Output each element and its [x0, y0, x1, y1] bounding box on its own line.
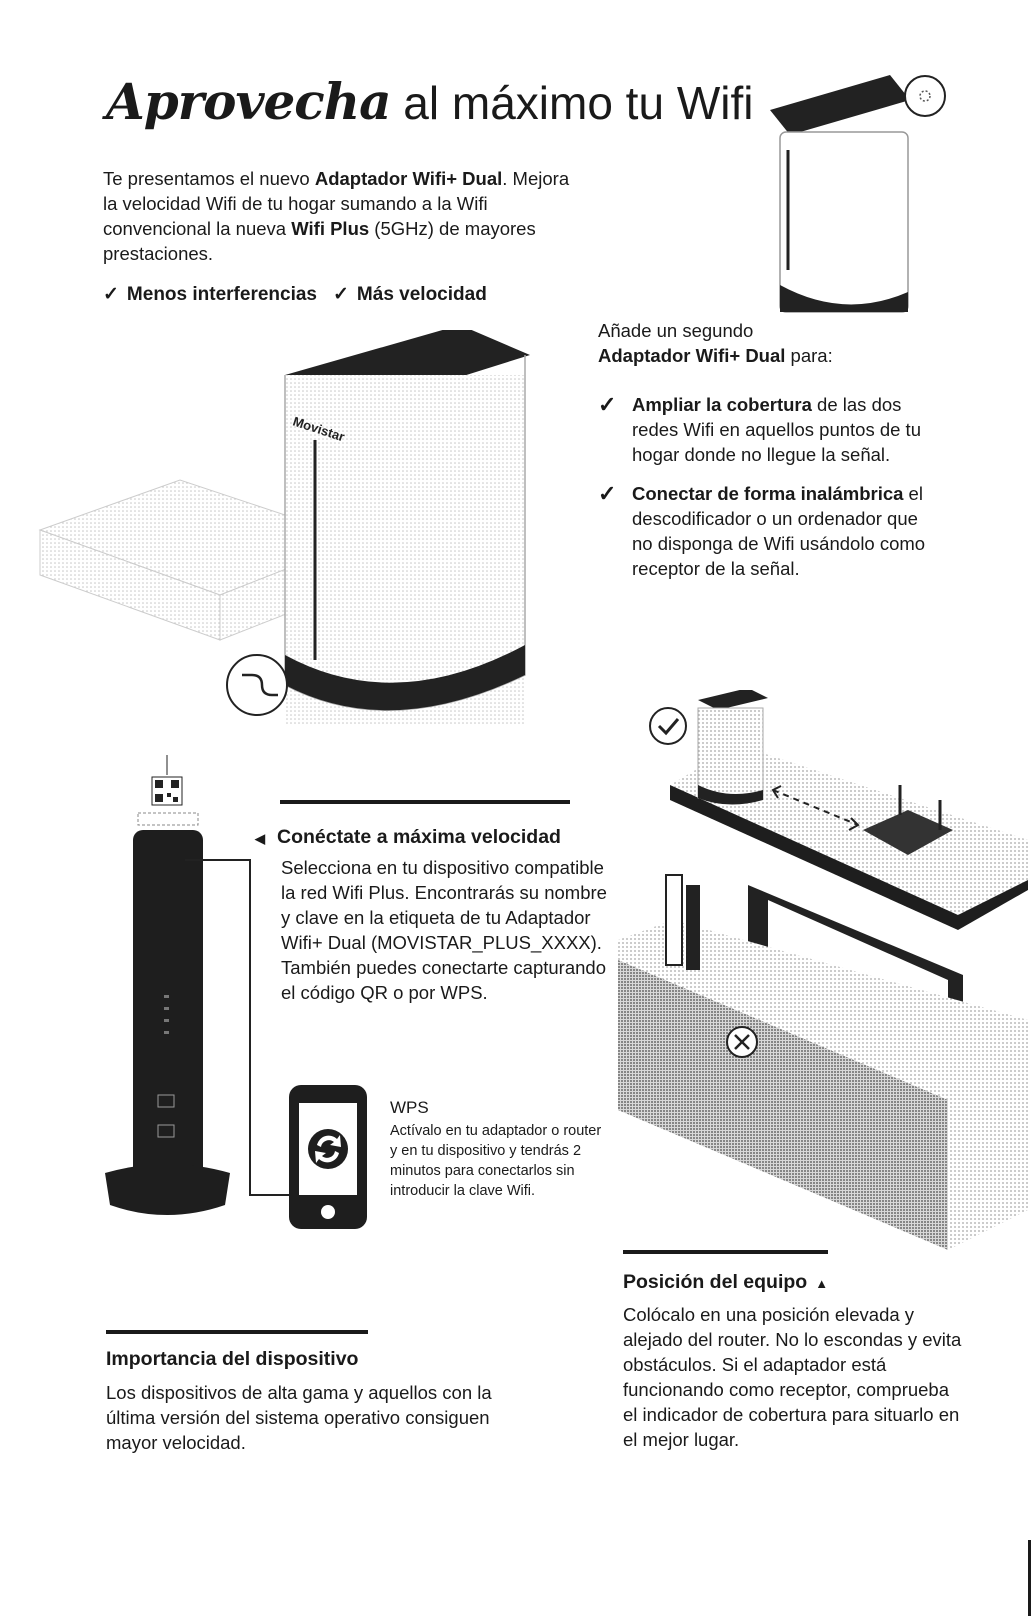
section-rule [106, 1330, 368, 1334]
check-icon: ✓ [333, 284, 349, 305]
intro-text-3: (5GHz) de mayores prestaciones. [103, 218, 536, 264]
adapter-illustration-small [770, 75, 946, 313]
list-item-bold: Ampliar la cobertura [632, 394, 812, 415]
second-adapter-intro: Añade un segundo Adaptador Wifi+ Dual pa… [598, 318, 958, 368]
position-heading: Posición del equipo [623, 1271, 808, 1293]
list-item-bold: Conectar de forma inalámbrica [632, 483, 904, 504]
second-text-2: para: [785, 345, 833, 366]
list-item: ✓ Conectar de forma inalámbrica el desco… [598, 481, 938, 581]
qr-code-icon [151, 776, 183, 806]
connect-heading-row: ◀ Conéctate a máxima velocidad [255, 826, 561, 849]
connect-heading: Conéctate a máxima velocidad [277, 826, 561, 848]
intro-bold-1: Adaptador Wifi+ Dual [314, 168, 503, 189]
importance-body: Los dispositivos de alta gama y aquellos… [106, 1382, 492, 1453]
title-rest: al máximo tu Wifi [390, 77, 754, 129]
position-body: Colócalo en una posición elevada y aleja… [623, 1304, 962, 1450]
wps-body: Actívalo en tu adaptador o router y en t… [390, 1123, 602, 1199]
list-item-text: de las dos redes Wifi en aquellos puntos… [632, 394, 921, 465]
check-icon: ✓ [598, 481, 617, 506]
title-script: Aprovecha [106, 72, 392, 131]
intro-text-2: . Mejora la velocidad Wifi de tu hogar s… [103, 168, 570, 239]
cable-icon [242, 673, 278, 697]
benefit-item: Menos interferencias [126, 284, 317, 305]
triangle-left-icon: ◀ [255, 831, 265, 846]
importance-heading: Importancia del dispositivo [106, 1348, 359, 1370]
section-rule [623, 1250, 828, 1254]
wps-heading: WPS [390, 1098, 429, 1117]
intro-bold-2: Wifi Plus [291, 218, 370, 239]
list-item-text: el descodificador o un ordenador que no … [632, 483, 926, 579]
position-heading-row: Posición del equipo ▲ [623, 1271, 828, 1294]
benefit-item: Más velocidad [356, 284, 487, 305]
adapter-front-illustration [105, 755, 230, 1215]
second-text-1: Añade un segundo [598, 320, 754, 341]
section-rule [280, 800, 570, 804]
benefits-row: ✓ Menos interferencias ✓ Más velocidad [103, 283, 487, 306]
second-bold: Adaptador Wifi+ Dual [598, 345, 786, 366]
second-adapter-list: ✓ Ampliar la cobertura de las dos redes … [598, 392, 938, 595]
page-edge-mark [1028, 1540, 1031, 1616]
list-item: ✓ Ampliar la cobertura de las dos redes … [598, 392, 938, 467]
room-placement-illustration [618, 690, 1028, 1250]
connector-lines [185, 859, 290, 1196]
intro-paragraph: Te presentamos el nuevo Adaptador Wifi+ … [103, 166, 573, 266]
check-icon: ✓ [598, 392, 617, 417]
check-icon: ✓ [103, 284, 119, 305]
page-title: Aprovecha al máximo tu Wifi [106, 72, 753, 131]
check-circle-icon [649, 707, 687, 745]
intro-text-1: Te presentamos el nuevo [103, 168, 315, 189]
wps-block: WPS Actívalo en tu adaptador o router y … [390, 1098, 610, 1201]
triangle-up-icon: ▲ [815, 1276, 829, 1291]
adapter-router-illustration: Movistar [38, 330, 530, 725]
connect-body: Selecciona en tu dispositivo compatible … [281, 857, 607, 1003]
phone-wps-icon [289, 1085, 367, 1229]
